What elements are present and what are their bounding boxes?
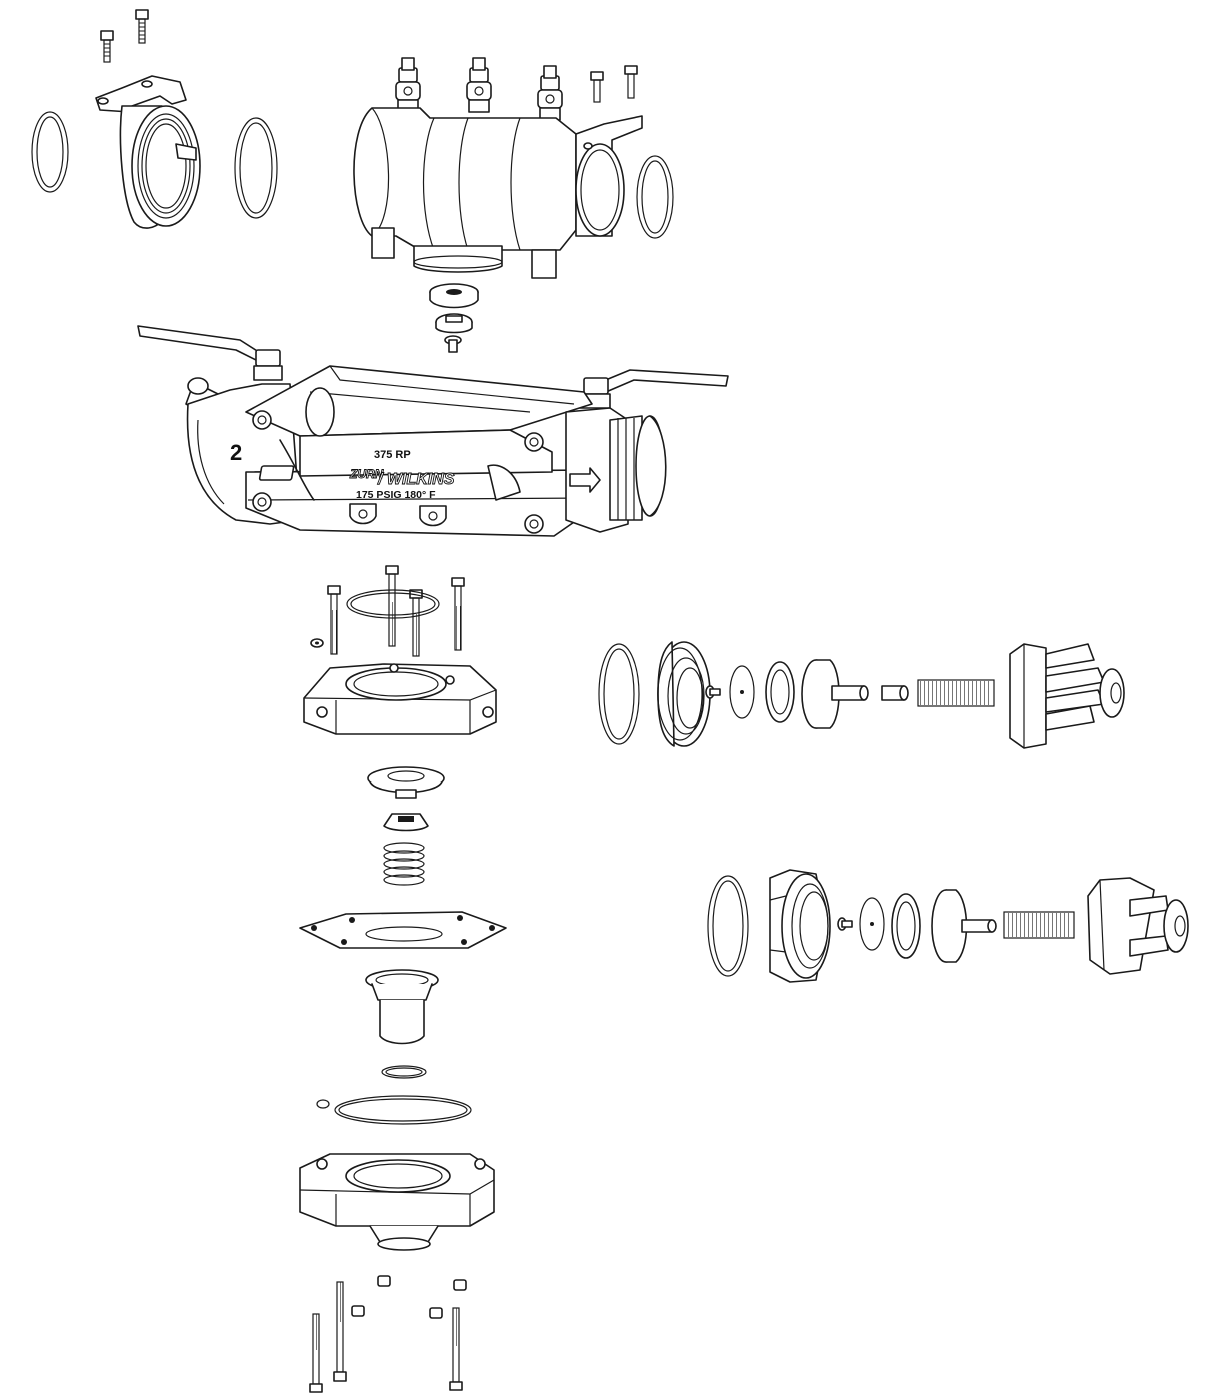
- relief-cover-bolt-1: [327, 585, 341, 655]
- first-check-spring: [917, 679, 995, 707]
- relief-diaphragm: [299, 911, 507, 949]
- second-check-seat-ring: [769, 869, 831, 983]
- check-cover-flanged: [95, 75, 201, 229]
- top-cover-bolt-right: [135, 9, 149, 44]
- housing-bolt-b: [624, 65, 638, 99]
- test-cock-3: [537, 65, 563, 121]
- first-check-disc: [765, 661, 795, 723]
- outlet-union-nut: [609, 415, 667, 521]
- relief-body-bolt-3: [449, 1307, 463, 1391]
- first-check-washer: [729, 665, 755, 719]
- first-check-bushing: [881, 685, 909, 701]
- first-check-poppet: [801, 659, 869, 729]
- rating-label: 175 PSIG 180° F: [356, 489, 436, 501]
- model-label: 375 RP: [374, 449, 411, 461]
- relief-cover-bolt-3: [409, 589, 423, 657]
- relief-cover-oring: [346, 589, 440, 619]
- disc-screw: [444, 335, 462, 353]
- relief-valve-cover: [303, 663, 497, 735]
- relief-valve-body: [299, 1153, 495, 1251]
- diaphragm-plate-upper: [367, 766, 445, 799]
- second-check-screw: [837, 917, 853, 931]
- first-check-seat-ring: [657, 641, 711, 747]
- valve-stem-nut-left: [253, 349, 283, 381]
- test-cock-2: [466, 57, 492, 113]
- seat-disc: [429, 283, 479, 309]
- tiny-oring: [316, 1099, 330, 1109]
- outlet-flange: [575, 115, 643, 237]
- port-number-label: 2: [230, 440, 242, 465]
- relief-body-nut-1: [377, 1275, 391, 1287]
- seat-oring-small: [381, 1065, 427, 1079]
- second-check-cage: [1087, 877, 1189, 975]
- relief-seat: [365, 969, 439, 1045]
- first-check-oring: [598, 643, 640, 745]
- second-check-washer: [859, 897, 885, 951]
- relief-cover-bolt-4: [451, 577, 465, 651]
- relief-body-bolt-1: [333, 1281, 347, 1382]
- relief-body-nut-4: [429, 1307, 443, 1319]
- second-check-disc: [891, 893, 921, 959]
- second-check-oring: [707, 875, 749, 977]
- oring-large-middle: [234, 117, 278, 219]
- test-cock-1: [395, 57, 421, 113]
- brand-name-label: / WILKINS: [377, 471, 455, 488]
- disc-retainer: [435, 313, 473, 334]
- relief-body-nut-3: [351, 1305, 365, 1317]
- small-washer: [310, 638, 324, 648]
- ball-valve-handle-left: [137, 325, 263, 361]
- body-label-plate: 375 RP ZURN / WILKINS 175 PSIG 180° F: [258, 449, 455, 501]
- brand-short-label: ZURN: [349, 467, 384, 481]
- body-oring-large: [334, 1095, 472, 1125]
- oring-large-left: [31, 111, 69, 193]
- ball-valve-handle-right: [595, 369, 729, 393]
- relief-cover-bolt-2: [385, 565, 399, 647]
- second-check-poppet: [931, 889, 997, 963]
- main-frame: [245, 365, 601, 537]
- housing-bolt-a: [590, 71, 604, 103]
- check-housing-body: [353, 107, 577, 279]
- oring-large-right: [636, 155, 674, 239]
- relief-body-bolt-2: [309, 1313, 323, 1393]
- second-check-spring: [1003, 911, 1075, 939]
- top-cover-bolt-left: [100, 30, 114, 63]
- relief-spring: [383, 842, 425, 886]
- relief-body-nut-2: [453, 1279, 467, 1291]
- body-mounting-lugs: [349, 503, 447, 527]
- first-check-screw: [705, 685, 721, 699]
- first-check-cage: [1009, 643, 1125, 749]
- spring-retainer: [383, 813, 429, 832]
- frame-bolt-heads: [252, 410, 544, 534]
